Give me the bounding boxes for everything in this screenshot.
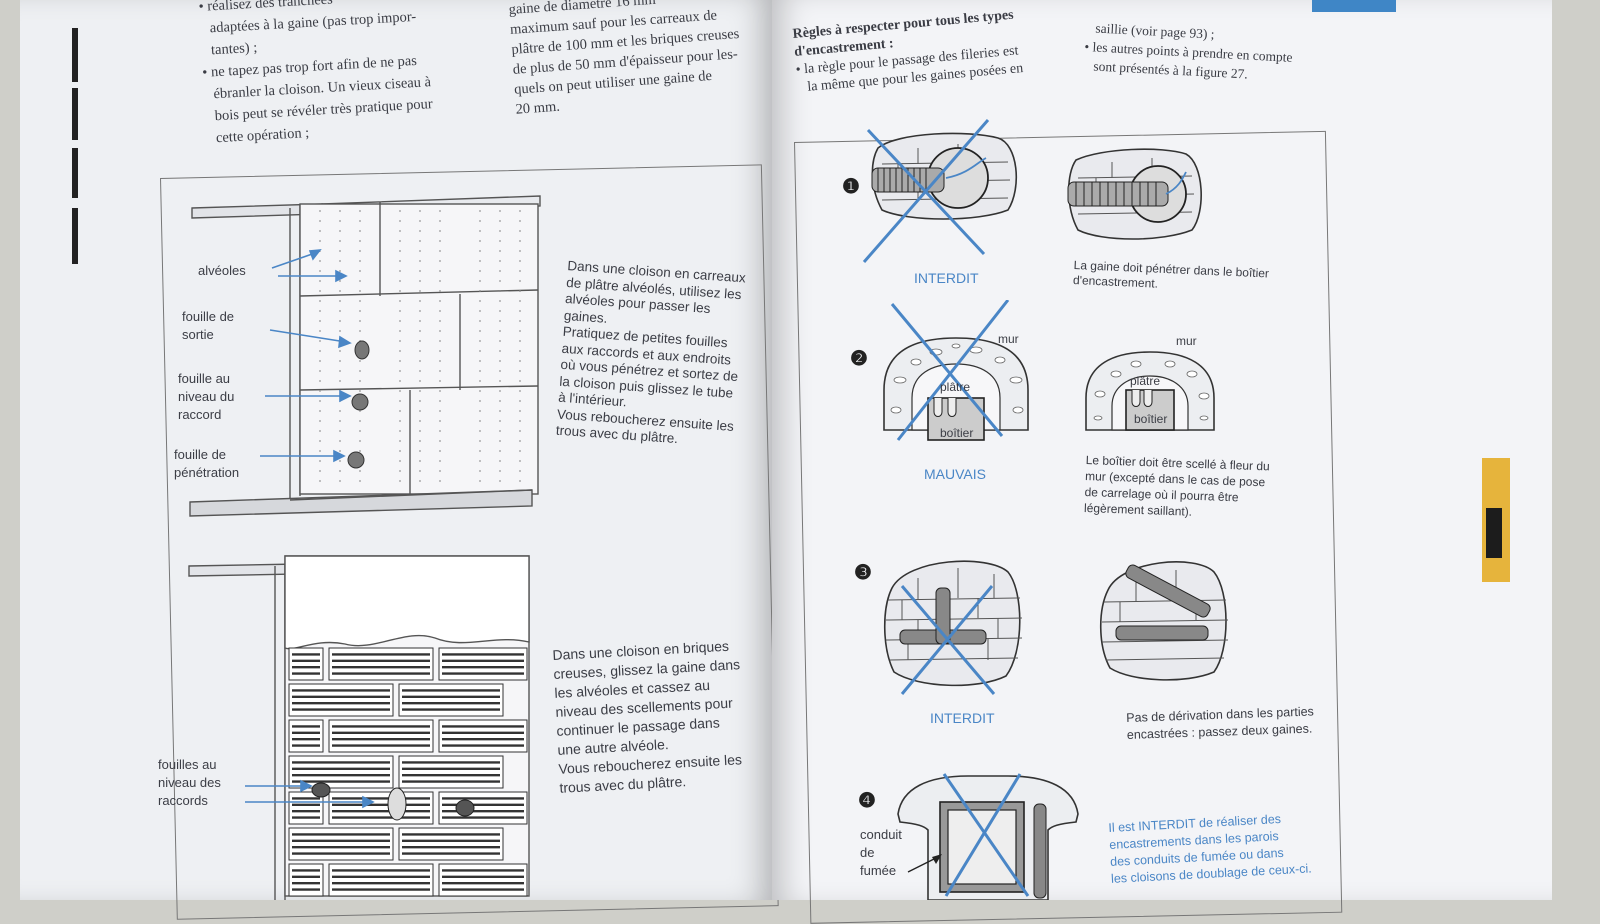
rule2-wrong-illustration [883, 300, 1029, 441]
brick [328, 647, 434, 681]
brick [398, 755, 504, 789]
right-col1-text: Règles à respecter pour tous les types d… [792, 1, 1087, 98]
label-fouilles-raccords: fouilles au niveau des raccords [158, 757, 221, 808]
brick [438, 719, 528, 753]
label-fouille-penetration: fouille de pénétration [174, 447, 240, 480]
edge-mark [72, 208, 78, 264]
brick [328, 719, 434, 753]
rule2-verdict: MAUVAIS [924, 466, 986, 482]
left-col2-text: gaine de diamètre 16 mm maximum sauf pou… [508, 0, 766, 120]
rule2-correct-label-boitier: boîtier [1134, 412, 1168, 426]
brick [288, 719, 324, 753]
section-tab [1312, 0, 1396, 12]
rule2-correct-illustration [1085, 351, 1215, 431]
rule2-label-mur: mur [998, 332, 1019, 346]
brick [288, 863, 324, 897]
brick [438, 791, 528, 825]
brick [398, 683, 504, 717]
plaster-tile-wall-illustration [189, 195, 541, 517]
label-fouille-raccord: fouille au niveau du raccord [178, 371, 235, 422]
rule3-correct-illustration [1099, 561, 1229, 681]
rule3-verdict: INTERDIT [930, 710, 995, 726]
brick [438, 647, 528, 681]
rule-number-2: ❷ [850, 348, 868, 370]
label-alveoles: alvéoles [198, 263, 246, 278]
label-fouille-sortie: fouille de sortie [182, 309, 235, 342]
rule1-wrong-illustration [862, 119, 1018, 263]
rule4-caption: Il est INTERDIT de réaliser des encastre… [1108, 808, 1341, 888]
rule3-wrong-illustration [883, 560, 1023, 695]
rule4-wrong-illustration [897, 773, 1079, 900]
rule-number-3: ❸ [854, 562, 872, 584]
brick [398, 827, 504, 861]
rule2-label-boitier: boîtier [940, 426, 974, 440]
rule-number-1: ❶ [842, 176, 860, 198]
rule1-correct-illustration [1067, 148, 1202, 240]
section-edge-tab-marker [1486, 508, 1502, 558]
rule2-label-platre: plâtre [940, 380, 971, 394]
hollow-brick-wall-illustration [188, 555, 530, 900]
brick [288, 827, 394, 861]
rule2-correct-label-mur: mur [1176, 334, 1197, 348]
edge-mark [72, 88, 78, 140]
edge-mark [72, 148, 78, 198]
right-col2-text: saillie (voir page 93) ; les autres poin… [1083, 18, 1336, 88]
edge-mark [72, 28, 78, 82]
left-col1-text: réalisez des tranchées adaptées à la gai… [198, 0, 496, 150]
rule-number-4: ❹ [858, 790, 876, 812]
rule4-label-conduit: conduit de fumée [860, 827, 902, 878]
rule1-verdict: INTERDIT [914, 270, 979, 286]
brick [288, 647, 324, 681]
brick [438, 863, 528, 897]
rule2-correct-label-platre: plâtre [1130, 374, 1161, 388]
left-page: réalisez des tranchées adaptées à la gai… [20, 0, 779, 920]
brick [288, 683, 394, 717]
figure2-caption: Dans une cloison en briques creuses, gli… [552, 636, 760, 798]
brick [328, 791, 434, 825]
figure1-caption: Dans une cloison en carreaux de plâtre a… [555, 258, 767, 453]
brick [328, 863, 434, 897]
rule2-caption: Le boîtier doit être scellé à fleur du m… [1084, 452, 1296, 523]
right-page: Règles à respecter pour tous les types d… [772, 0, 1552, 924]
